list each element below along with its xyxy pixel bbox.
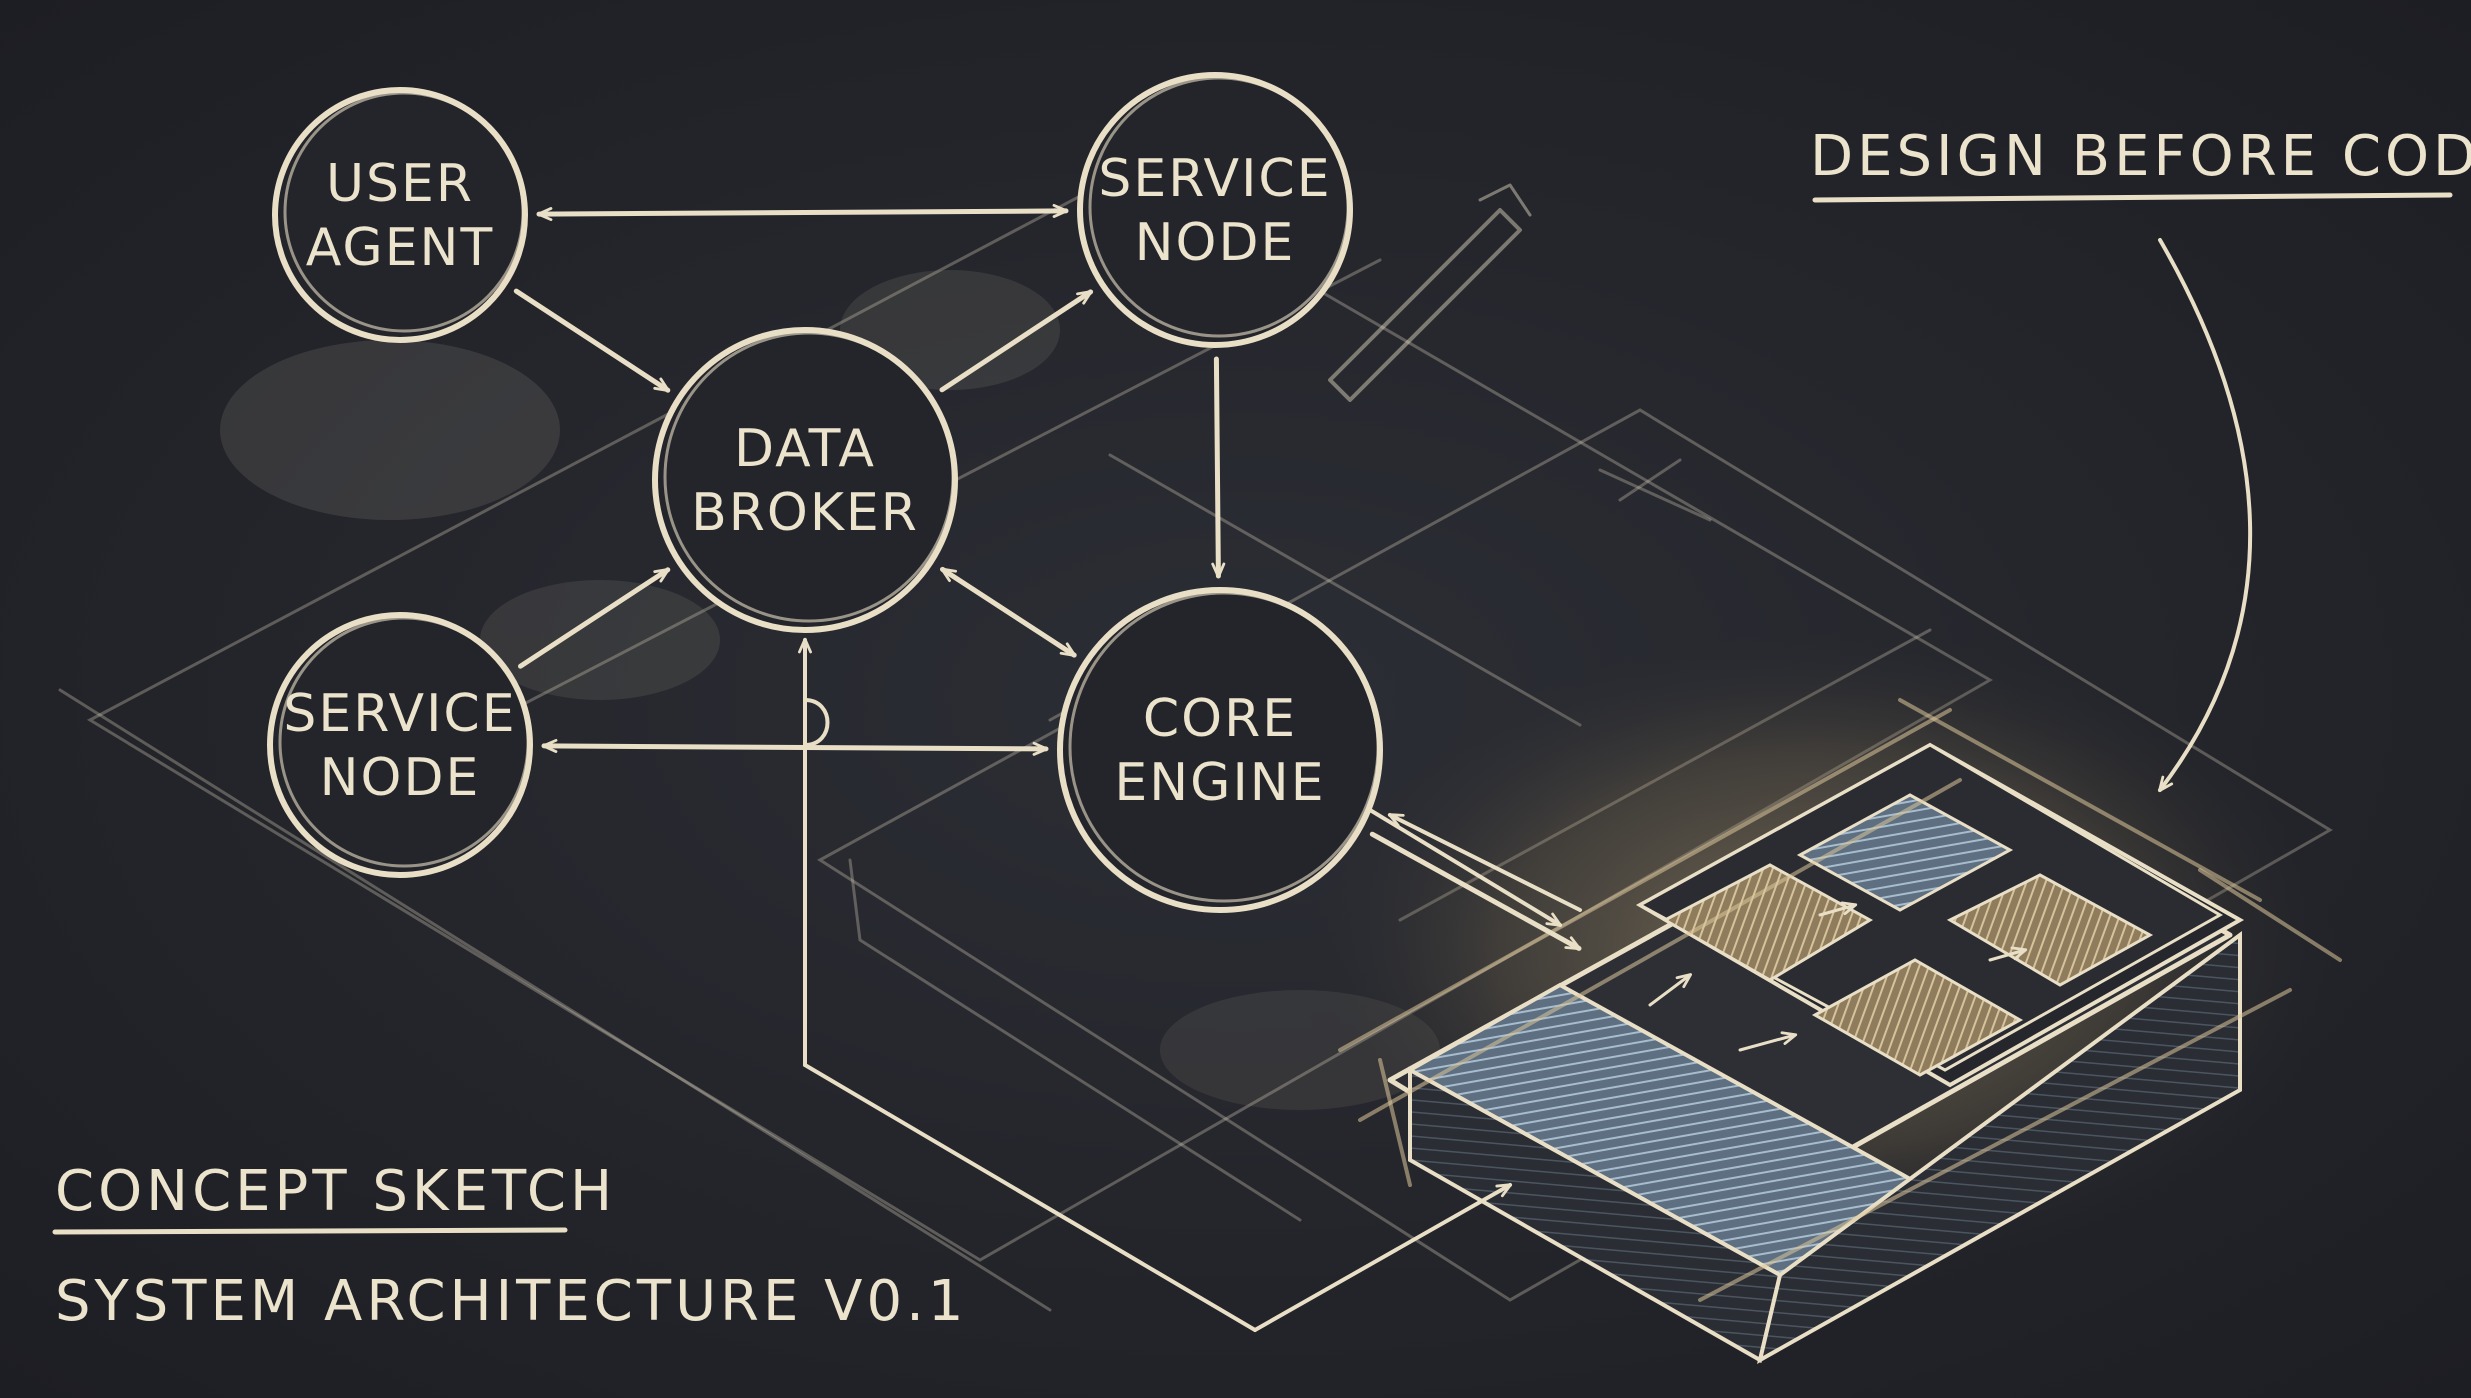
concept-sketch-title: CONCEPT SKETCH [55,1159,616,1224]
node-circle [1080,75,1350,345]
node-outline [1068,591,1380,903]
node-outline [267,612,533,878]
module-connectors [798,637,1582,1332]
edge-user-agent-to-data-broker [513,288,671,393]
chip-tan-right [1946,873,2154,987]
chip-tan-bottom [1811,958,2024,1077]
edge-core-engine-to-hardware-module [1369,831,1582,951]
node-circle [1060,590,1380,910]
node-label: CORE [1143,689,1297,749]
node-outline [272,87,528,343]
concept-sketch-underline [52,1227,568,1235]
node-label: SERVICE [1098,149,1331,209]
node-circle [275,90,525,340]
edge-user-agent-to-service-node-top [536,203,1069,222]
chip-tan-left [1661,863,1874,982]
diagram-nodes: USERAGENTSERVICENODEDATABROKERSERVICENOD… [267,72,1383,913]
edge-data-broker-to-service-node-top [939,289,1094,393]
node-outline [278,616,530,868]
hardware-module [1290,620,2350,1364]
node-circle [270,615,530,875]
node-outline [663,331,955,623]
design-before-code-underline [1812,192,2453,203]
node-label: SERVICE [283,684,516,744]
node-label: NODE [1135,213,1296,273]
node-label: NODE [320,748,481,808]
system-architecture-subtitle: SYSTEM ARCHITECTURE V0.1 [55,1269,968,1334]
diagram-edges [513,203,1582,951]
node-outline [283,91,525,333]
node-outline [652,327,958,633]
design-before-code-label: DESIGN BEFORE CODE [1810,124,2471,189]
node-label: BROKER [691,483,919,543]
edge-service-node-left-to-data-broker [518,567,671,669]
node-circle [655,330,955,630]
node-label: AGENT [306,218,494,278]
pencil-doodle [1328,183,1532,402]
node-outline [1077,72,1353,348]
node-outline [1057,587,1383,913]
node-label: DATA [734,419,876,479]
annotation-arrow [2158,238,2253,793]
edge-service-node-top-to-core-engine [1211,356,1226,579]
node-label: USER [326,154,474,214]
chip-blue-top [1796,793,2014,912]
node-label: ENGINE [1114,753,1325,813]
node-outline [1088,76,1350,338]
edge-service-node-left-to-core-engine [541,738,1049,756]
edge-data-broker-to-core-engine [940,566,1077,658]
